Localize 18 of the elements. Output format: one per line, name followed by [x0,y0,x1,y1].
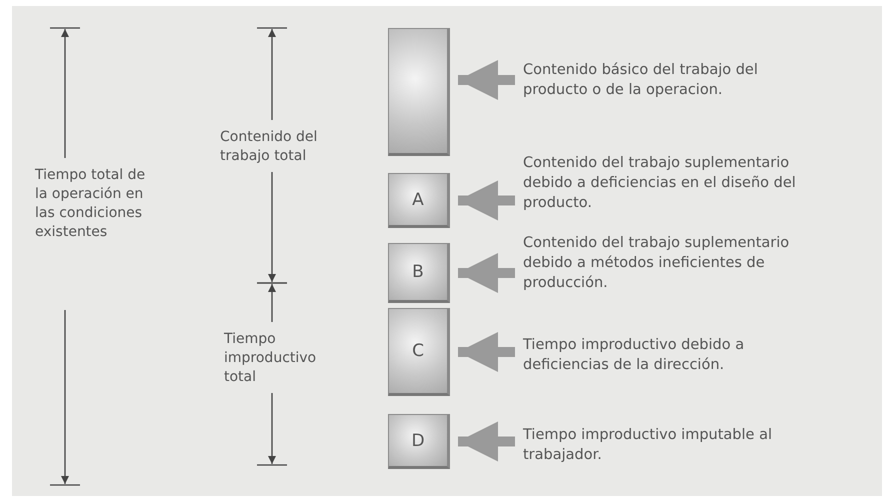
description-text: Contenido del trabajo suplementario debido a deficiencias en el diseño del producto. [523,153,808,213]
letter-block: D [388,414,450,469]
dimension-label: Tiempo improductivo total [224,330,318,387]
dimension-label: Contenido del trabajo total [220,128,318,166]
description-text: Tiempo improductivo imputable al trabajador. [523,425,808,465]
bar-block [388,28,450,156]
dimension-label: Tiempo total de la operación en las condiciones existentes [35,166,146,242]
arrow [458,332,515,372]
description-text: Tiempo improductivo debido a deficiencias de la dirección. [523,335,808,375]
arrow [458,422,515,462]
description-text: Contenido básico del trabajo del producto o de la operacion. [523,60,808,100]
arrow [458,253,515,293]
letter-block: C [388,308,450,396]
arrow [458,60,515,100]
letter-block: A [388,173,450,228]
arrow [458,180,515,220]
letter-block: B [388,243,450,303]
description-text: Contenido del trabajo suplementario debido a métodos ineficientes de producción. [523,233,808,293]
